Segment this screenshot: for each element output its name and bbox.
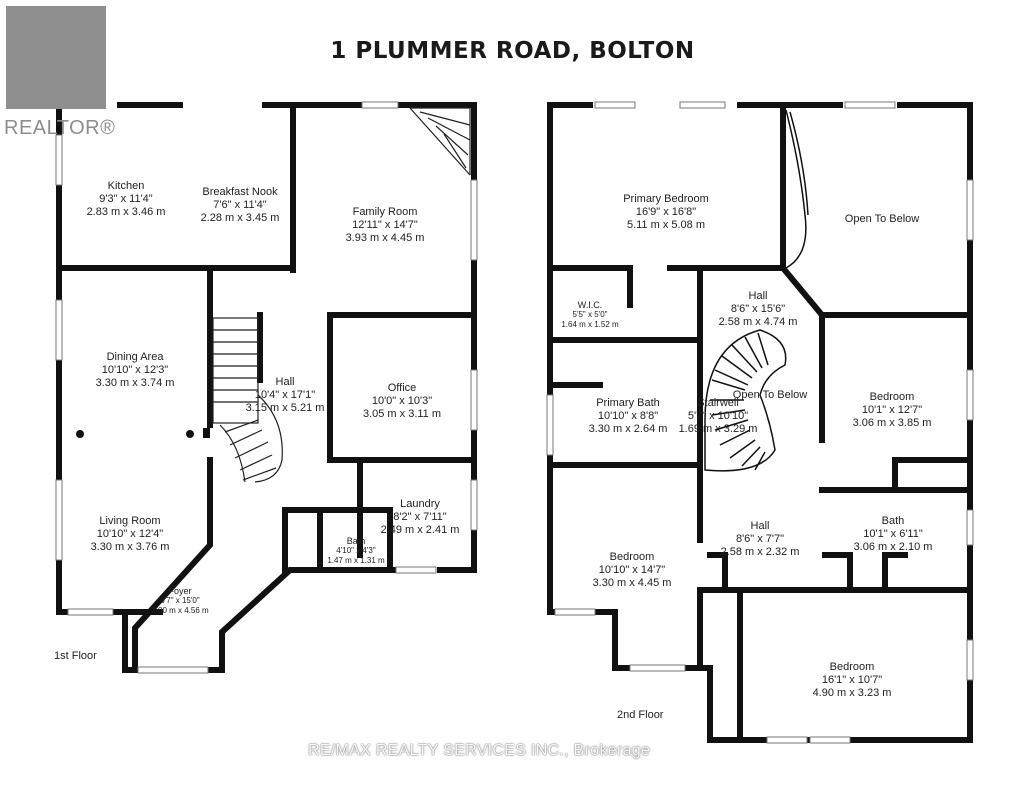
- room-name: W.I.C.: [577, 300, 603, 310]
- room-metric: 3.30 m x 3.76 m: [90, 541, 170, 553]
- room-label-bedroom-west: Bedroom 10'10" x 14'7" 3.30 m x 4.45 m: [593, 551, 672, 590]
- room-metric: 4.90 m x 3.23 m: [812, 687, 892, 699]
- room-metric: 2.83 m x 3.46 m: [86, 206, 166, 218]
- first-floor-windows: [55, 101, 478, 674]
- room-name: Open To Below: [732, 389, 808, 401]
- room-label-bath: Bath 4'10" x 4'3" 1.47 m x 1.31 m: [327, 536, 384, 566]
- room-metric: 2.28 m x 3.45 m: [200, 212, 280, 224]
- room-imperial: 5'7" x 10'10": [687, 410, 749, 422]
- room-imperial: 10'10" x 8'8": [597, 410, 659, 422]
- room-label-hall: Hall 10'4" x 17'1" 3.15 m x 5.21 m: [246, 376, 325, 415]
- room-imperial: 12'11" x 14'7": [352, 219, 418, 231]
- room-imperial: 9'3" x 11'4": [99, 193, 153, 205]
- room-name: Office: [387, 382, 417, 394]
- room-imperial: 16'1" x 10'7": [821, 674, 883, 686]
- page-title: 1 PLUMMER ROAD, BOLTON: [330, 38, 695, 64]
- first-floor-walls: [56, 102, 477, 673]
- realtor-logo-icon: [6, 6, 106, 109]
- room-name: Open To Below: [844, 213, 920, 225]
- room-name: Dining Area: [106, 351, 164, 363]
- room-metric: 3.06 m x 2.10 m: [853, 541, 933, 553]
- room-metric: 2.58 m x 2.32 m: [720, 546, 800, 558]
- room-imperial: 10'0" x 10'3": [371, 395, 433, 407]
- room-metric: 2.00 m x 4.56 m: [151, 606, 209, 615]
- room-label-family-room: Family Room 12'11" x 14'7" 3.93 m x 4.45…: [346, 206, 425, 245]
- room-imperial: 10'1" x 12'7": [861, 404, 923, 416]
- room-label-hall-upper: Hall 8'6" x 15'6" 2.58 m x 4.74 m: [719, 290, 798, 329]
- room-label-open-to-below-upper: Open To Below: [845, 213, 919, 226]
- room-imperial: 10'10" x 12'3": [101, 364, 169, 376]
- room-label-open-to-below-lower: Open To Below: [733, 389, 807, 402]
- room-name: Family Room: [352, 206, 418, 218]
- room-label-bath-upper: Bath 10'1" x 6'11" 3.06 m x 2.10 m: [854, 515, 933, 554]
- room-metric: 2.58 m x 4.74 m: [718, 316, 798, 328]
- room-label-bedroom-south: Bedroom 16'1" x 10'7" 4.90 m x 3.23 m: [813, 661, 892, 700]
- room-label-laundry: Laundry 8'2" x 7'11" 2.49 m x 2.41 m: [381, 498, 460, 537]
- room-name: Bedroom: [869, 391, 915, 403]
- room-name: Kitchen: [107, 180, 145, 192]
- room-name: Primary Bedroom: [623, 193, 709, 205]
- room-label-stairwell: Stairwell 5'7" x 10'10" 1.69 m x 3.29 m: [679, 397, 758, 436]
- room-metric: 3.06 m x 3.85 m: [852, 417, 932, 429]
- second-floor-windows: [546, 101, 974, 744]
- room-name: Hall: [748, 290, 768, 302]
- room-imperial: 7'6" x 11'4": [213, 199, 267, 211]
- room-imperial: 8'6" x 15'6": [730, 303, 786, 315]
- room-imperial: 10'4" x 17'1": [254, 389, 316, 401]
- room-label-foyer: Foyer 6'7" x 15'0" 2.00 m x 4.56 m: [151, 586, 208, 616]
- room-metric: 5.11 m x 5.08 m: [626, 219, 706, 231]
- first-floor-fixtures: [76, 428, 210, 438]
- room-name: Hall: [275, 376, 295, 388]
- room-imperial: 10'1" x 6'11": [863, 528, 923, 540]
- room-name: Breakfast Nook: [202, 186, 278, 198]
- room-label-breakfast-nook: Breakfast Nook 7'6" x 11'4" 2.28 m x 3.4…: [201, 186, 280, 225]
- room-imperial: 4'10" x 4'3": [336, 546, 376, 555]
- brokerage-watermark: RE/MAX REALTY SERVICES INC., Brokerage: [308, 742, 651, 759]
- floor-label-1st: 1st Floor: [54, 650, 97, 662]
- second-floor-curves: [704, 109, 809, 472]
- room-label-living-room: Living Room 10'10" x 12'4" 3.30 m x 3.76…: [91, 515, 170, 554]
- realtor-logo-text: REALTOR®: [4, 117, 116, 139]
- room-name: Living Room: [99, 515, 161, 527]
- room-imperial: 5'5" x 5'0": [572, 310, 608, 319]
- room-label-hall-lower: Hall 8'6" x 7'7" 2.58 m x 2.32 m: [721, 520, 800, 559]
- room-label-bedroom-east: Bedroom 10'1" x 12'7" 3.06 m x 3.85 m: [853, 391, 932, 430]
- room-label-wic: W.I.C. 5'5" x 5'0" 1.64 m x 1.52 m: [561, 300, 618, 330]
- room-metric: 3.93 m x 4.45 m: [345, 232, 425, 244]
- room-metric: 3.05 m x 3.11 m: [362, 408, 442, 420]
- room-label-kitchen: Kitchen 9'3" x 11'4" 2.83 m x 3.46 m: [87, 180, 166, 219]
- room-imperial: 6'7" x 15'0": [160, 596, 200, 605]
- room-metric: 3.15 m x 5.21 m: [245, 402, 325, 414]
- first-floor-stairs: [212, 107, 471, 483]
- room-metric: 1.47 m x 1.31 m: [327, 556, 385, 565]
- room-metric: 3.30 m x 3.74 m: [95, 377, 175, 389]
- room-name: Bedroom: [829, 661, 875, 673]
- room-name: Primary Bath: [596, 397, 660, 409]
- room-imperial: 16'9" x 16'8": [635, 206, 697, 218]
- room-metric: 1.69 m x 3.29 m: [678, 423, 758, 435]
- room-name: Bath: [881, 515, 905, 527]
- room-imperial: 10'10" x 12'4": [96, 528, 164, 540]
- room-metric: 3.30 m x 4.45 m: [592, 577, 672, 589]
- room-name: Bath: [346, 536, 366, 546]
- room-imperial: 8'2" x 7'11": [393, 511, 447, 523]
- room-name: Stairwell: [697, 397, 739, 409]
- room-metric: 1.64 m x 1.52 m: [561, 320, 619, 329]
- room-name: Hall: [750, 520, 770, 532]
- room-name: Foyer: [168, 586, 192, 596]
- room-name: Laundry: [400, 498, 440, 510]
- room-imperial: 8'6" x 7'7": [735, 533, 785, 545]
- room-label-primary-bath: Primary Bath 10'10" x 8'8" 3.30 m x 2.64…: [589, 397, 668, 436]
- floor-label-2nd: 2nd Floor: [617, 709, 664, 721]
- room-label-dining-area: Dining Area 10'10" x 12'3" 3.30 m x 3.74…: [96, 351, 175, 390]
- room-label-primary-bedroom: Primary Bedroom 16'9" x 16'8" 5.11 m x 5…: [623, 193, 709, 232]
- room-name: Bedroom: [609, 551, 655, 563]
- room-label-office: Office 10'0" x 10'3" 3.05 m x 3.11 m: [363, 382, 441, 421]
- room-metric: 3.30 m x 2.64 m: [588, 423, 668, 435]
- room-metric: 2.49 m x 2.41 m: [380, 524, 460, 536]
- room-imperial: 10'10" x 14'7": [598, 564, 666, 576]
